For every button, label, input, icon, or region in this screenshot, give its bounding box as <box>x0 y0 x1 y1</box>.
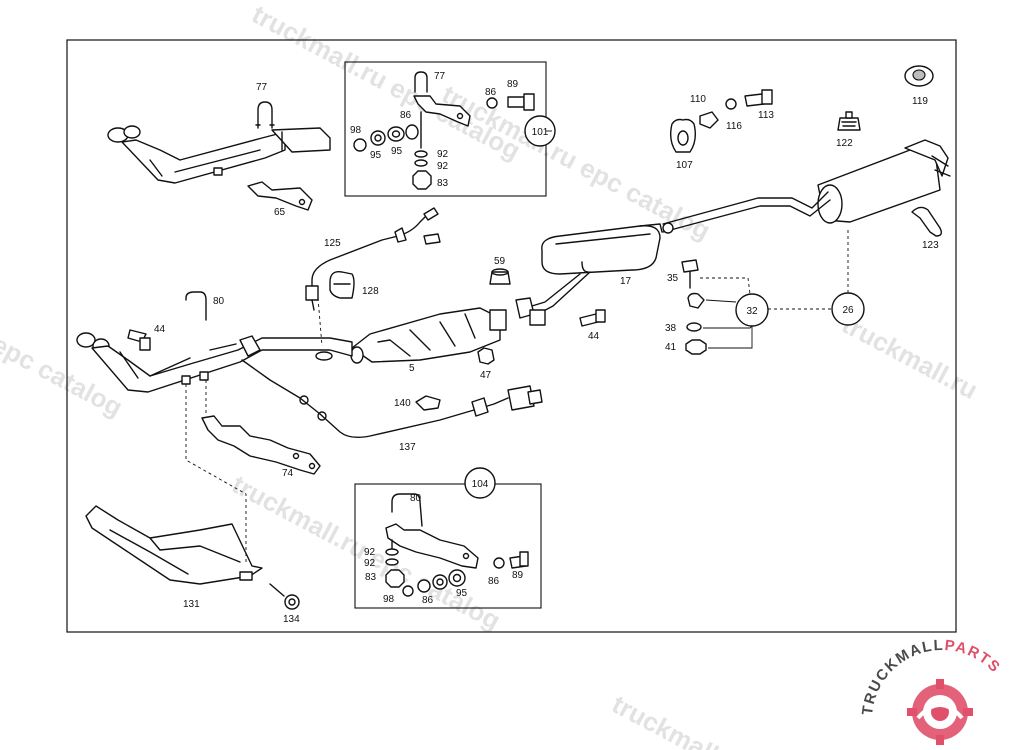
label-107: 107 <box>676 160 693 171</box>
label-92: 92 <box>364 547 376 558</box>
label-98: 98 <box>383 594 395 605</box>
label-38: 38 <box>665 323 677 334</box>
label-77: 77 <box>434 71 446 82</box>
sensor-cable-137 <box>241 359 543 439</box>
rubber-59 <box>489 268 511 285</box>
callout-101: 101 <box>532 127 549 138</box>
truckmall-parts-logo: TRUCKMALLPARTS <box>859 637 1004 745</box>
clamp-128 <box>329 271 355 299</box>
label-86: 86 <box>488 576 500 587</box>
callout-circle-104 <box>464 467 496 499</box>
label-92: 92 <box>437 149 449 160</box>
bolt-134 <box>269 583 300 610</box>
u-bolt-77 <box>257 101 273 129</box>
clamp-107-group <box>669 89 773 153</box>
watermark-text: truckmall.ru <box>837 309 982 405</box>
label-116: 116 <box>726 121 742 132</box>
gear-icon <box>907 679 973 745</box>
label-44: 44 <box>588 331 600 342</box>
label-59: 59 <box>494 256 506 267</box>
label-110: 110 <box>690 94 706 105</box>
nut-47 <box>477 347 495 365</box>
u-bolt-80 <box>185 291 207 321</box>
rear-muffler <box>662 139 951 237</box>
catalytic-converter-5 <box>350 307 507 364</box>
watermark-text: truckmall.ru <box>607 689 752 750</box>
diagram-frame <box>66 39 957 633</box>
label-92: 92 <box>437 161 449 172</box>
label-74: 74 <box>282 468 294 479</box>
middle-muffler-17 <box>515 223 663 326</box>
callout-circle-101 <box>524 115 556 147</box>
label-86: 86 <box>400 110 412 121</box>
label-89: 89 <box>507 79 519 90</box>
label-83: 83 <box>437 178 449 189</box>
inset-101-parts <box>353 71 535 190</box>
label-47: 47 <box>480 370 492 381</box>
part-number-labels: 77 65 77 86 89 86 98 95 95 92 92 83 110 … <box>154 71 939 625</box>
callout-32: 32 <box>746 306 758 317</box>
label-123: 123 <box>922 240 939 251</box>
callout-104: 104 <box>472 479 489 490</box>
label-95: 95 <box>456 588 468 599</box>
label-44: 44 <box>154 324 166 335</box>
label-98: 98 <box>350 125 362 136</box>
bolt-44-left <box>127 329 151 351</box>
label-41: 41 <box>665 342 677 353</box>
label-17: 17 <box>620 276 632 287</box>
leader-lines <box>185 130 849 564</box>
label-86: 86 <box>485 87 497 98</box>
label-89: 89 <box>512 570 524 581</box>
label-137: 137 <box>399 442 416 453</box>
label-83: 83 <box>365 572 377 583</box>
inset-box-104 <box>354 483 542 609</box>
front-y-pipe <box>76 332 353 393</box>
label-95: 95 <box>391 146 403 157</box>
rubber-mount-119 <box>904 65 934 87</box>
inset-104-parts <box>385 493 529 597</box>
label-77: 77 <box>256 82 268 93</box>
bracket-65 <box>247 181 313 211</box>
mount-122 <box>837 111 861 131</box>
label-140: 140 <box>394 398 411 409</box>
label-86: 86 <box>422 595 434 606</box>
label-80: 80 <box>410 493 422 504</box>
label-125: 125 <box>324 238 341 249</box>
bracket-74 <box>201 415 321 475</box>
label-131: 131 <box>183 599 200 610</box>
front-pipe-upper <box>107 125 331 184</box>
label-65: 65 <box>274 207 286 218</box>
label-128: 128 <box>362 286 379 297</box>
callout-26: 26 <box>842 305 854 316</box>
oxygen-sensor-125 <box>305 207 441 311</box>
label-95: 95 <box>370 150 382 161</box>
label-134: 134 <box>283 614 300 625</box>
heat-shield-131 <box>85 505 263 585</box>
logo-text-accent: PARTS <box>944 637 1004 677</box>
label-92: 92 <box>364 558 376 569</box>
label-80: 80 <box>213 296 225 307</box>
label-35: 35 <box>667 273 679 284</box>
label-122: 122 <box>836 138 853 149</box>
bolt-44-mid <box>579 309 606 327</box>
label-119: 119 <box>912 96 928 107</box>
hardware-32-set <box>681 259 707 355</box>
label-113: 113 <box>758 110 774 121</box>
label-5: 5 <box>409 363 415 374</box>
